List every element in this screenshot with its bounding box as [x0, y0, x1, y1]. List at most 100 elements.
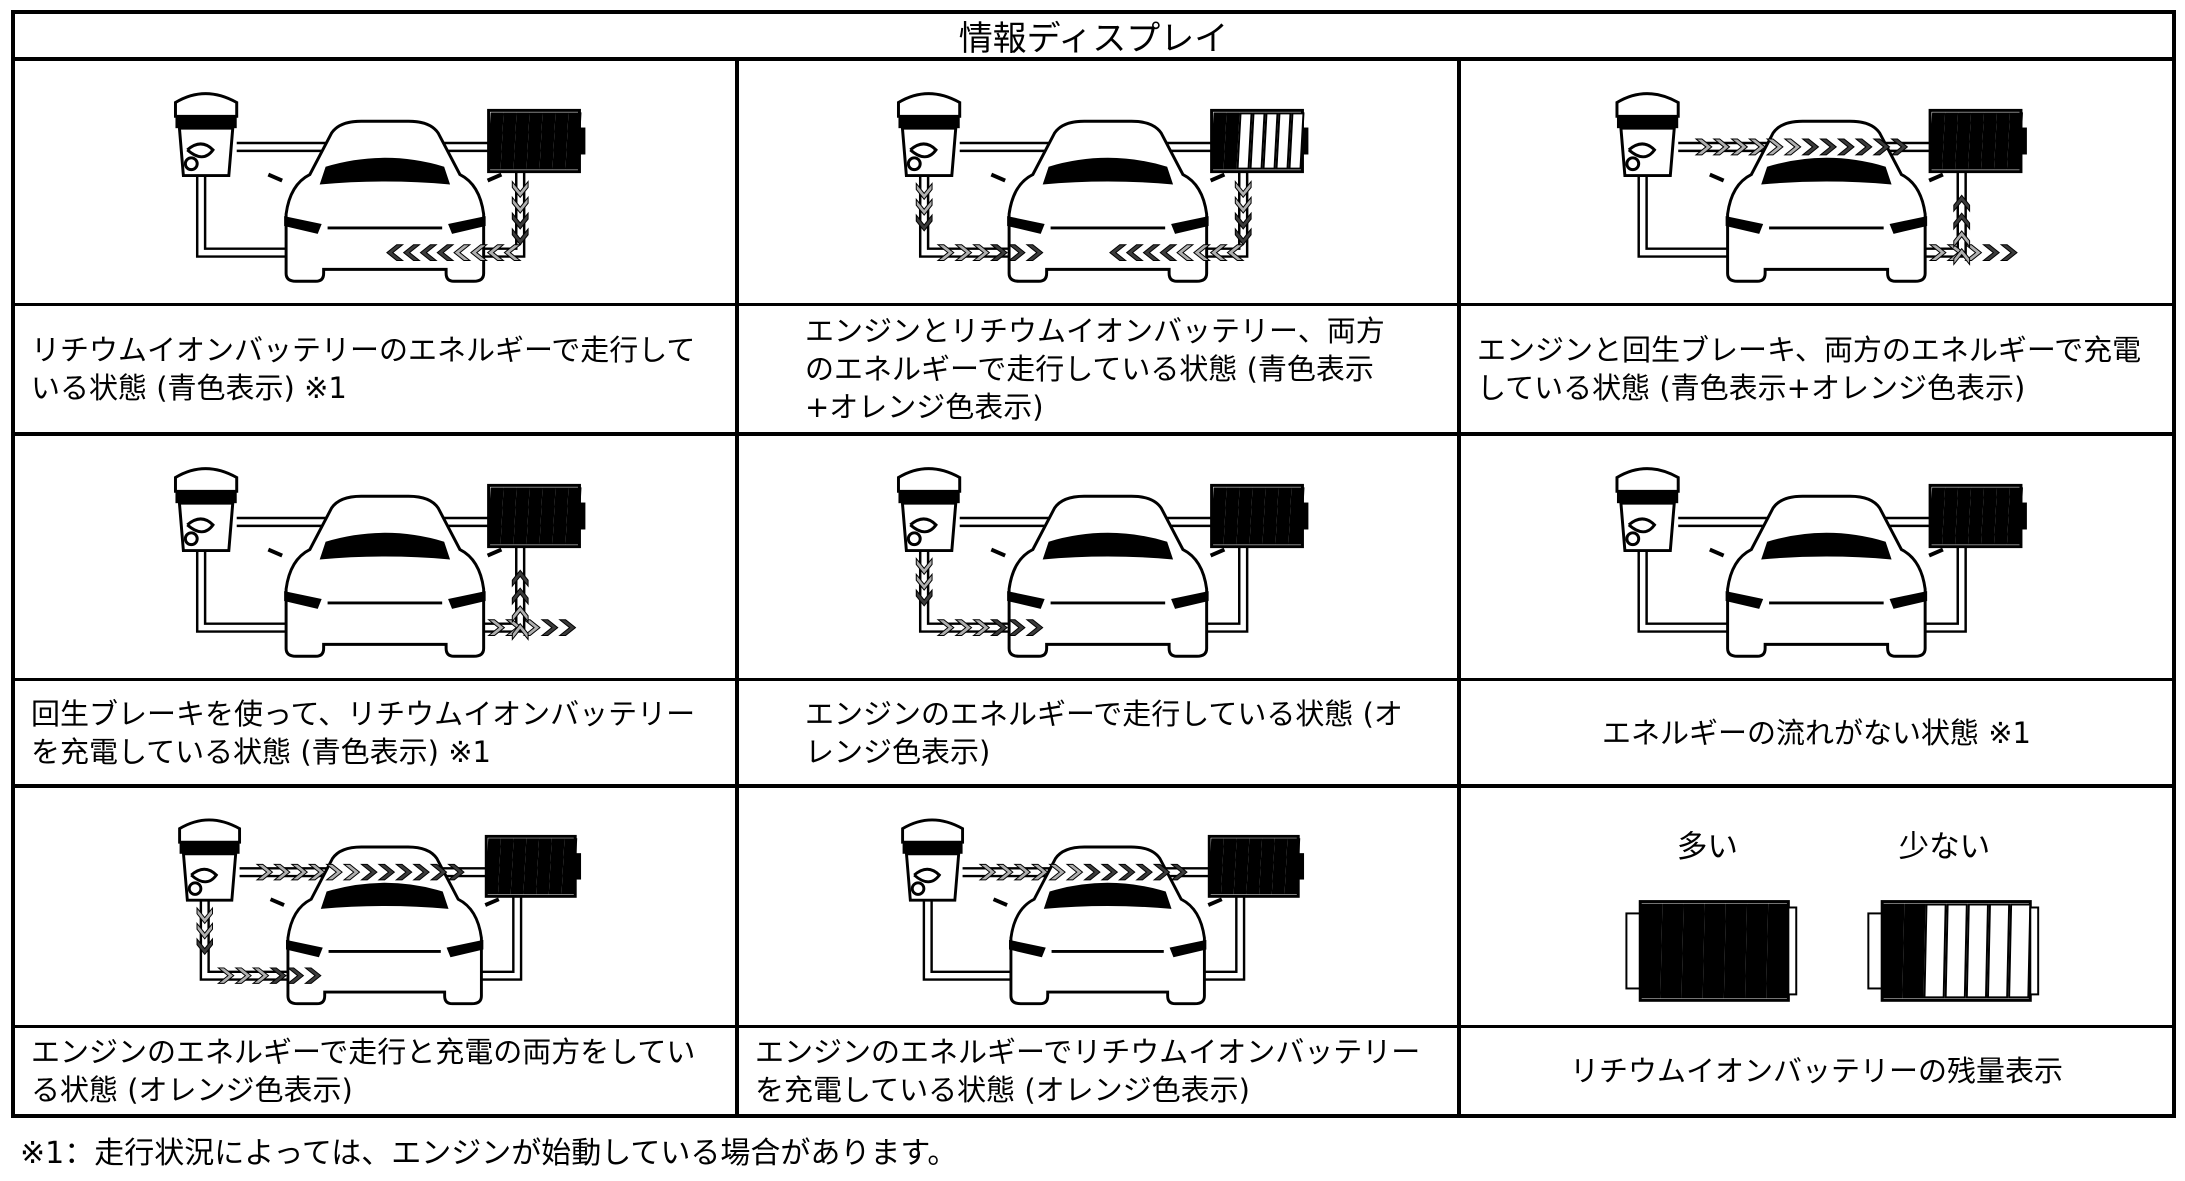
divider — [735, 61, 739, 1114]
car-mirror — [1709, 547, 1944, 558]
flow-arrow — [989, 244, 1008, 262]
flow-arrow — [1109, 244, 1128, 262]
cell-caption: エネルギーの流れがない状態 ※1 — [1602, 715, 2031, 750]
flow-line — [481, 171, 526, 258]
flow-arrow — [1176, 244, 1195, 262]
flow-arrow — [936, 619, 955, 637]
engine-block — [177, 501, 235, 553]
battery-cell — [565, 112, 582, 170]
engine-detail — [910, 881, 926, 896]
flow-arrow — [1007, 244, 1026, 262]
info-display-table: 情報ディスプレイ リチウムイオンバッテリーのエネルギーで走行している状態 (青色… — [11, 10, 2176, 1118]
battery-cell — [1223, 487, 1240, 545]
energy-flow-diagram — [15, 61, 735, 306]
car-body — [284, 119, 486, 283]
engine-head — [173, 467, 239, 493]
battery-cell — [1955, 112, 1972, 170]
cell-caption: リチウムイオンバッテリーのエネルギーで走行している状態 (青色表示) ※1 — [31, 333, 696, 405]
flow-arrow — [342, 863, 361, 881]
car-body — [1007, 494, 1209, 658]
battery-cell — [1246, 838, 1263, 895]
energy-flow-diagram — [1461, 61, 2172, 306]
car-windshield — [1042, 157, 1174, 185]
battery-full-icon — [1625, 900, 1798, 1002]
battery-cell — [485, 838, 501, 895]
engine-detail — [186, 142, 215, 159]
battery-cell — [552, 487, 569, 545]
battery-terminal — [575, 853, 582, 880]
flow-arrow — [1125, 244, 1144, 262]
engine-detail — [1625, 531, 1641, 547]
flow-arrow — [1209, 244, 1228, 262]
flow-group — [1615, 467, 2027, 658]
engine-head — [178, 818, 242, 844]
flow-arrow — [1234, 180, 1252, 199]
flow-group — [1615, 92, 2027, 283]
flow-arrow — [1964, 244, 1983, 262]
battery-cell — [510, 838, 527, 895]
flow-arrow — [1100, 863, 1119, 881]
flow-line — [1202, 896, 1246, 981]
flow-svg — [896, 92, 1309, 283]
flow-arrow — [1234, 211, 1252, 230]
energy-flow-diagram — [739, 788, 1457, 1028]
battery-cell — [513, 112, 530, 170]
flow-arrow — [402, 244, 421, 262]
battery-cell — [526, 487, 543, 545]
flow-arrow — [290, 863, 309, 881]
flow-arrow — [1142, 244, 1161, 262]
flow-group — [173, 467, 586, 658]
flow-arrow — [1025, 619, 1044, 637]
engine-detail — [183, 531, 199, 547]
cell-7: エンジンのエネルギーで走行と充電の両方をしている状態 (オレンジ色表示) — [15, 788, 735, 1114]
car-body — [1726, 119, 1927, 283]
engine-band — [902, 842, 963, 854]
flow-svg — [173, 467, 586, 658]
flow-group — [896, 467, 1309, 658]
battery-cell — [1288, 487, 1305, 545]
flow-arrow — [1226, 244, 1245, 262]
engine-block — [1619, 126, 1676, 178]
engine-band — [175, 116, 237, 129]
battery-cell — [539, 112, 556, 170]
engine-detail — [1625, 156, 1641, 172]
car-mirror — [267, 172, 503, 183]
flow-arrow — [954, 619, 973, 637]
flow-arrow — [1170, 863, 1188, 881]
flow-arrow — [511, 569, 529, 588]
battery-cell — [1249, 112, 1266, 170]
battery-cell — [1942, 487, 1959, 545]
flow-arrow — [1065, 863, 1084, 881]
battery-cell — [1236, 487, 1253, 545]
car-body — [284, 494, 486, 658]
car-body — [1009, 845, 1206, 1006]
engine-band — [898, 491, 960, 504]
flow-arrow — [436, 244, 455, 262]
cell-3: エンジンと回生ブレーキ、両方のエネルギーで充電している状態 (青色表示+オレンジ… — [1461, 61, 2172, 432]
cell-5: エンジンのエネルギーで走行している状態 (オレンジ色表示) — [739, 436, 1457, 784]
car-mirror — [269, 897, 500, 907]
flow-arrow — [447, 863, 465, 881]
battery-cell — [1929, 487, 1946, 545]
cell-caption: リチウムイオンバッテリーの残量表示 — [1569, 1054, 2063, 1088]
engine-detail — [1627, 517, 1657, 534]
battery-cell — [523, 838, 540, 895]
engine-head — [901, 818, 965, 844]
battery-cell — [1259, 838, 1275, 895]
flow-arrow — [360, 863, 378, 881]
battery-cell — [539, 487, 556, 545]
flow-arrow — [196, 906, 213, 925]
flow-arrow — [1953, 230, 1971, 249]
flow-arrow — [1135, 863, 1153, 881]
battery-cell — [1681, 903, 1705, 999]
battery-cell — [1967, 112, 1985, 170]
flow-arrow — [915, 182, 933, 201]
battery-cell — [2006, 487, 2023, 545]
flow-arrow — [470, 244, 489, 262]
energy-flow-diagram — [1461, 436, 2172, 681]
car-body — [286, 845, 483, 1006]
battery-cell — [1980, 487, 1998, 545]
cell-9: 多い 少ない リチウムイオンバッテリーの残量表示 — [1461, 788, 2172, 1114]
flow-arrow — [1953, 194, 1971, 213]
flow-arrow — [511, 180, 529, 199]
